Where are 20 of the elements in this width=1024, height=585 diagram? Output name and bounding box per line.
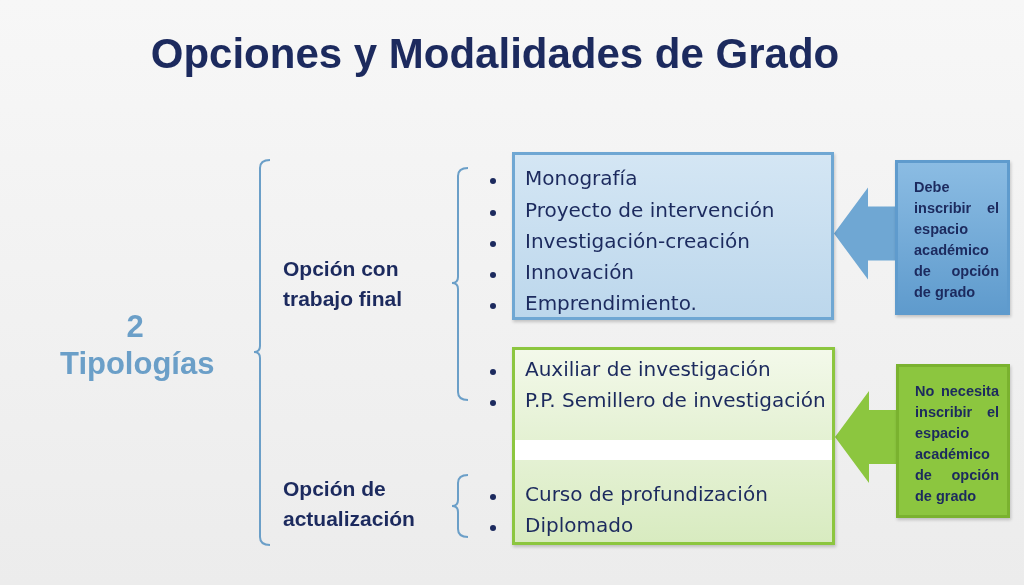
callout-box [895, 160, 1010, 315]
category-label: Opción de actualización [283, 476, 416, 532]
callout-box [896, 364, 1010, 518]
list-item: Innovación [525, 259, 635, 285]
slide-title: Opciones y Modalidades de Grado [149, 30, 841, 78]
callout-text: Debe inscribir el espacio académico de opción de grado [914, 178, 999, 302]
list-item: Proyecto de intervención [525, 197, 775, 223]
list-item: Diplomado [525, 512, 634, 538]
list-item: Monografía [525, 165, 638, 191]
list-item: Emprendimiento. [525, 290, 697, 316]
list-item: Curso de profundización [525, 481, 768, 507]
callout-text: No necesita inscribir el espacio académico de opción de grado [915, 382, 999, 506]
list-item: Investigación-creación [525, 228, 750, 254]
list-item: Auxiliar de investigación [525, 356, 771, 382]
list-box [512, 347, 835, 545]
list-item: P.P. Semillero de investigación [525, 387, 826, 413]
block-arrow [835, 391, 896, 483]
block-arrow [834, 187, 895, 280]
list-box [512, 152, 834, 320]
category-label: Opción con trabajo final [283, 256, 404, 312]
